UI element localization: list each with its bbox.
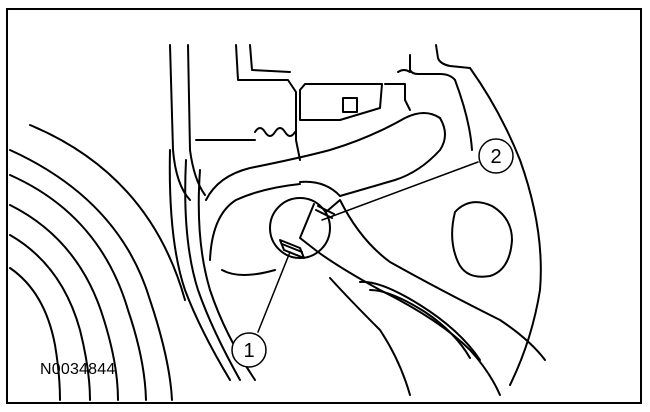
lower-arm — [299, 199, 546, 396]
figure-frame — [6, 8, 642, 404]
stabilizer-bar — [205, 112, 446, 276]
strut-lines — [168, 44, 256, 381]
upper-bracket — [195, 44, 471, 161]
figure-reference-code: N0034844 — [40, 361, 116, 378]
tire-arcs — [9, 124, 186, 401]
leader-line-2 — [321, 161, 479, 221]
callout-2-label: 2 — [490, 146, 501, 168]
body-shell — [451, 67, 542, 386]
leader-lines — [257, 161, 479, 333]
leader-line-1 — [257, 251, 291, 333]
callout-1: 1 — [231, 332, 267, 368]
callout-1-label: 1 — [243, 340, 254, 362]
callout-2: 2 — [478, 138, 514, 174]
bushing — [269, 197, 335, 259]
